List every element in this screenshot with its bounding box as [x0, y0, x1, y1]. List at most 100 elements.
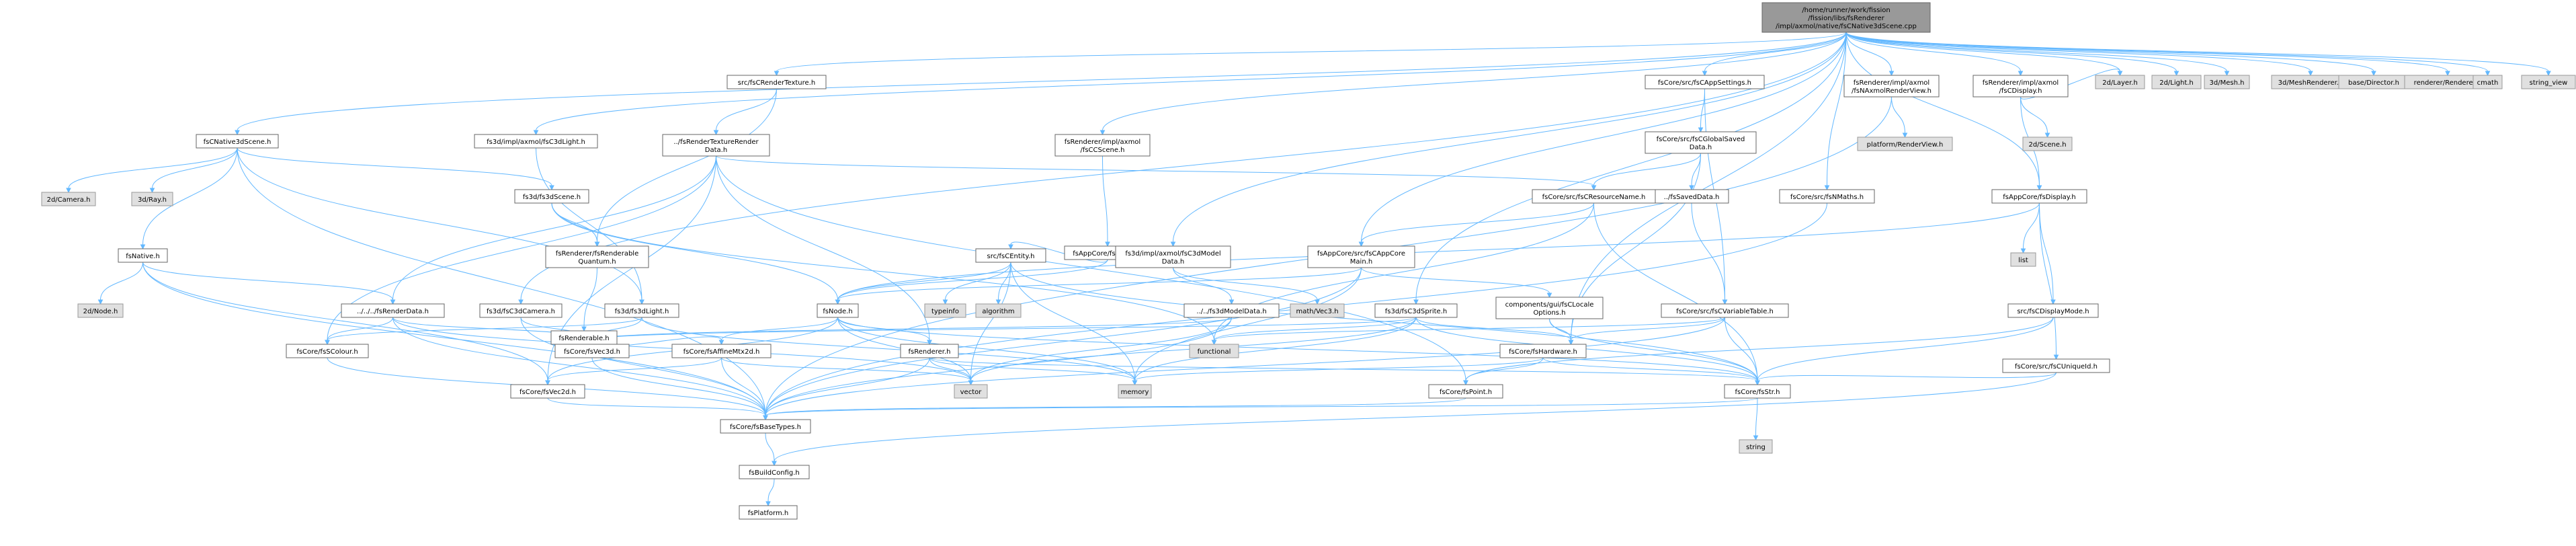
- graph-edge: [142, 262, 548, 381]
- edge-arrowhead: [390, 299, 396, 305]
- graph-node-fs3dLight[interactable]: fs3d/fs3dLight.h: [604, 303, 679, 318]
- graph-node-fsNode[interactable]: fsNode.h: [817, 303, 859, 318]
- graph-node-renderable[interactable]: fsRenderable.h: [550, 330, 618, 345]
- graph-edge: [1845, 32, 2227, 72]
- edge-arrowhead: [594, 241, 600, 247]
- edge-arrowhead: [995, 299, 1001, 305]
- graph-edge: [1415, 317, 1571, 341]
- node-box: [2007, 303, 2099, 318]
- node-label: renderer/Renderer.h: [2414, 79, 2482, 87]
- graph-node-fsStr[interactable]: fsCore/fsStr.h: [1724, 384, 1791, 399]
- edge-arrowhead: [1753, 435, 1759, 441]
- node-label: ../fsRenderTextureRender: [673, 139, 759, 146]
- graph-edge: [1891, 96, 1905, 134]
- edge-arrowhead: [1568, 340, 1574, 346]
- graph-node-fsRenderer[interactable]: fsRenderer.h: [900, 344, 959, 358]
- graph-node-fsDisplay[interactable]: fsAppCore/fsDisplay.h: [1991, 189, 2087, 204]
- graph-edge: [1010, 241, 1108, 263]
- graph-node-strview: string_view: [2521, 75, 2576, 89]
- node-label: fsCore/src/fsCUniqueId.h: [2015, 363, 2097, 370]
- edge-arrowhead: [2546, 71, 2551, 77]
- node-box: [739, 505, 798, 520]
- graph-node-colour[interactable]: fsCore/fsSColour.h: [286, 344, 369, 358]
- graph-node-affine[interactable]: fsCore/fsAffineMtx2d.h: [671, 344, 772, 358]
- graph-edge: [1542, 357, 1758, 381]
- edge-arrowhead: [235, 130, 240, 136]
- edge-arrowhead: [2173, 71, 2179, 77]
- graph-edge: [837, 202, 2040, 301]
- graph-node-platform[interactable]: fsPlatform.h: [739, 505, 798, 520]
- graph-edge: [929, 357, 1135, 381]
- node-box: [1857, 136, 1953, 151]
- graph-node-root[interactable]: /home/runner/work/fission/fission/libs/f…: [1761, 2, 1931, 33]
- node-label: 2d/Layer.h: [2102, 79, 2138, 87]
- graph-node-renderData[interactable]: ../../../fsRenderData.h: [341, 303, 445, 318]
- graph-node-buildConfig[interactable]: fsBuildConfig.h: [739, 465, 810, 479]
- graph-node-hardware[interactable]: fsCore/fsHardware.h: [1499, 344, 1587, 358]
- graph-edge: [970, 317, 1232, 381]
- graph-node-varTable[interactable]: fsCore/src/fsCVariableTable.h: [1661, 303, 1789, 318]
- graph-node-sprite3d[interactable]: fs3d/fsC3dSprite.h: [1374, 303, 1458, 318]
- graph-node-mesh3d: 3d/Mesh.h: [2204, 75, 2250, 89]
- node-box: [1972, 75, 2069, 98]
- node-box: [1054, 134, 1151, 157]
- node-box: [2095, 75, 2145, 89]
- graph-node-cdisplay[interactable]: fsRenderer/impl/axmol/fsCDisplay.h: [1972, 75, 2069, 98]
- graph-node-centity[interactable]: src/fsCEntity.h: [975, 248, 1046, 263]
- node-box: [720, 419, 811, 434]
- edge-arrowhead: [1413, 299, 1419, 305]
- graph-edge: [142, 262, 766, 416]
- node-box: [739, 465, 810, 479]
- graph-node-ccsScene[interactable]: fsRenderer/impl/axmol/fsCCScene.h: [1054, 134, 1151, 157]
- node-label: Quantum.h: [578, 258, 616, 266]
- node-label: Main.h: [1350, 258, 1372, 266]
- graph-node-algorithm: algorithm: [975, 303, 1022, 318]
- edge-arrowhead: [1702, 71, 1708, 77]
- graph-node-native3dScene[interactable]: fsCNative3dScene.h: [196, 134, 279, 149]
- node-label: ../../fs3dModelData.h: [1196, 308, 1266, 315]
- graph-edge: [1571, 32, 1847, 341]
- graph-node-resName[interactable]: fsCore/src/fsCResourceName.h: [1532, 189, 1656, 204]
- edge-arrowhead: [763, 415, 768, 421]
- graph-node-fsNative[interactable]: fsNative.h: [118, 248, 168, 263]
- edge-arrowhead: [835, 299, 841, 305]
- graph-edge: [392, 155, 716, 301]
- node-label: fsCore/fsStr.h: [1735, 389, 1780, 396]
- edge-arrowhead: [1888, 71, 1895, 77]
- node-label: fsCore/src/fsCVariableTable.h: [1676, 308, 1774, 315]
- graph-node-nmaths[interactable]: fsCore/src/fsNMaths.h: [1779, 189, 1875, 204]
- node-box: [1374, 303, 1458, 318]
- node-label: fsCore/src/fsCGlobalSaved: [1657, 136, 1745, 143]
- graph-node-vec3d[interactable]: fsCore/fsVec3d.h: [554, 344, 630, 358]
- graph-node-c3dCamera[interactable]: fs3d/fsC3dCamera.h: [479, 303, 563, 318]
- graph-edge: [1465, 317, 2054, 381]
- graph-node-naxmolRV[interactable]: fsRenderer/impl/axmol/fsNAxmolRenderView…: [1843, 75, 1940, 98]
- graph-edge: [2020, 69, 2120, 100]
- node-label: fs3d/impl/axmol/fsC3dModel: [1125, 250, 1220, 258]
- edge-arrowhead: [1689, 185, 1694, 191]
- graph-edge: [520, 317, 766, 416]
- graph-edge: [929, 357, 1758, 381]
- graph-node-scene3d[interactable]: fs3d/fs3dScene.h: [514, 189, 589, 204]
- graph-node-uniqueId[interactable]: fsCore/src/fsCUniqueId.h: [2002, 358, 2110, 373]
- node-box: [131, 192, 173, 206]
- graph-node-displayMode[interactable]: src/fsCDisplayMode.h: [2007, 303, 2099, 318]
- node-label: fs3d/fs3dLight.h: [615, 308, 669, 315]
- node-label: src/fsCRenderTexture.h: [738, 79, 815, 87]
- graph-node-appSettings[interactable]: fsCore/src/fsCAppSettings.h: [1645, 75, 1765, 89]
- graph-node-vec2d[interactable]: fsCore/fsVec2d.h: [510, 384, 585, 399]
- graph-node-model3dData[interactable]: ../../fs3dModelData.h: [1183, 303, 1280, 318]
- graph-edge: [1102, 155, 1108, 243]
- graph-edge: [837, 262, 1011, 301]
- graph-node-srcRT[interactable]: src/fsCRenderTexture.h: [726, 75, 827, 89]
- graph-node-point[interactable]: fsCore/fsPoint.h: [1428, 384, 1503, 399]
- graph-node-baseTypes[interactable]: fsCore/fsBaseTypes.h: [720, 419, 811, 434]
- graph-node-c3dLight[interactable]: fs3d/impl/axmol/fsC3dLight.h: [474, 134, 598, 149]
- graph-node-savedData[interactable]: ../fsSavedData.h: [1654, 189, 1729, 204]
